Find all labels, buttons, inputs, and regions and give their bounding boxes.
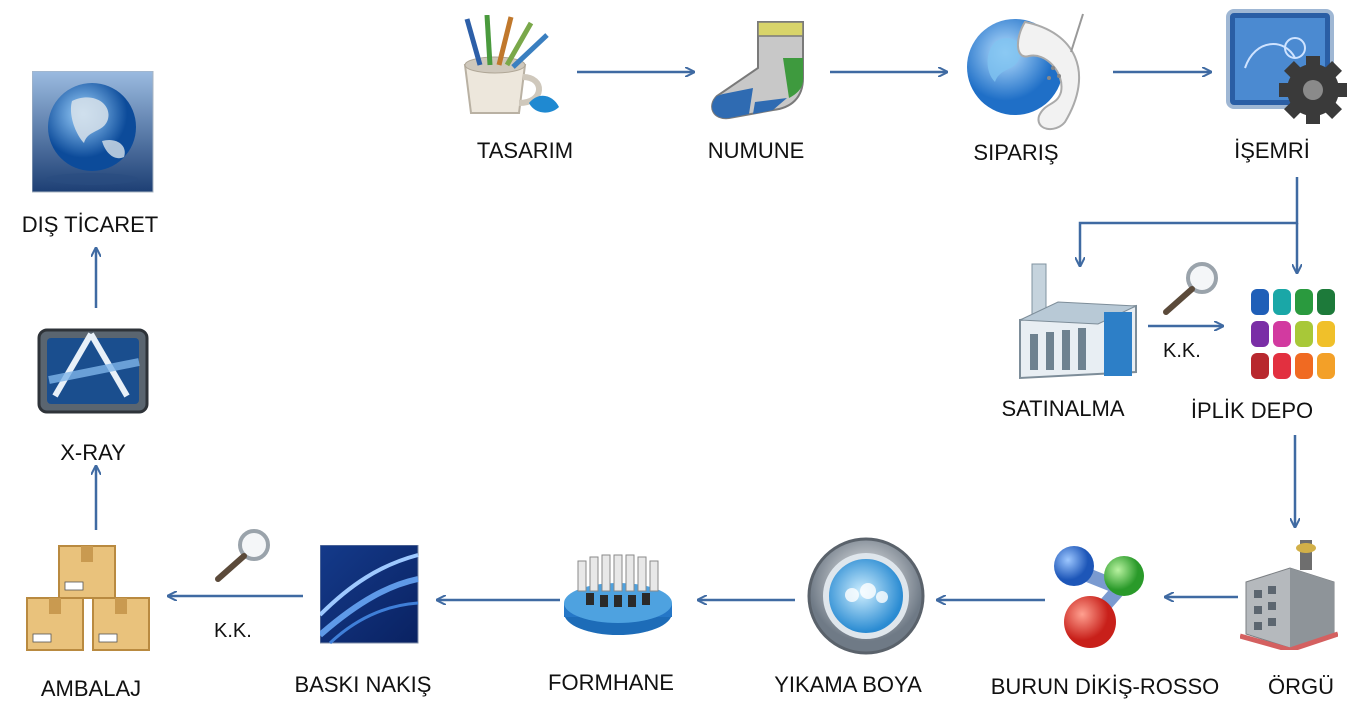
node-label-iplik-depo: İPLİK DEPO [1190, 398, 1314, 423]
washing-machine-icon [807, 537, 925, 655]
node-label-tasarim: TASARIM [476, 138, 574, 163]
arrow-isemri-branch [1080, 177, 1299, 265]
world-globe-icon [32, 71, 154, 193]
node-label-yikama: YIKAMA BOYA [774, 672, 922, 697]
xray-app-icon [37, 328, 149, 414]
bobbin-machine-icon [564, 554, 672, 635]
molecule-icon [1054, 546, 1144, 648]
node-label-ambalaj: AMBALAJ [40, 676, 142, 701]
thread-spools-icon [1251, 289, 1335, 379]
node-label-xray: X-RAY [60, 440, 126, 465]
node-label-orgu: ÖRGÜ [1268, 674, 1334, 699]
boxes-icon [26, 545, 150, 651]
paintbrush-cup-icon [463, 15, 559, 114]
quality-check-label-1: K.K. [1163, 340, 1201, 362]
globe-phone-icon [967, 13, 1084, 131]
magnifier-icon [1163, 262, 1218, 315]
node-label-burun: BURUN DİKİŞ-ROSSO [990, 674, 1220, 699]
node-label-satinalma: SATINALMA [1001, 396, 1125, 421]
blue-swoosh-icon [320, 545, 419, 645]
blueprint-gear-icon [1226, 9, 1347, 124]
node-label-formhane: FORMHANE [548, 670, 674, 695]
factory-icon [1019, 263, 1137, 380]
node-label-numune: NUMUNE [707, 138, 805, 163]
node-label-siparis: SIPARIŞ [973, 140, 1059, 165]
sock-icon [711, 21, 804, 120]
industrial-building-icon [1240, 540, 1338, 650]
node-label-baski: BASKI NAKIŞ [294, 672, 432, 697]
magnifier-icon [215, 529, 270, 582]
node-label-dis-ticaret: DIŞ TİCARET [21, 212, 159, 237]
node-label-isemri: İŞEMRİ [1234, 138, 1310, 163]
quality-check-label-2: K.K. [214, 620, 252, 642]
